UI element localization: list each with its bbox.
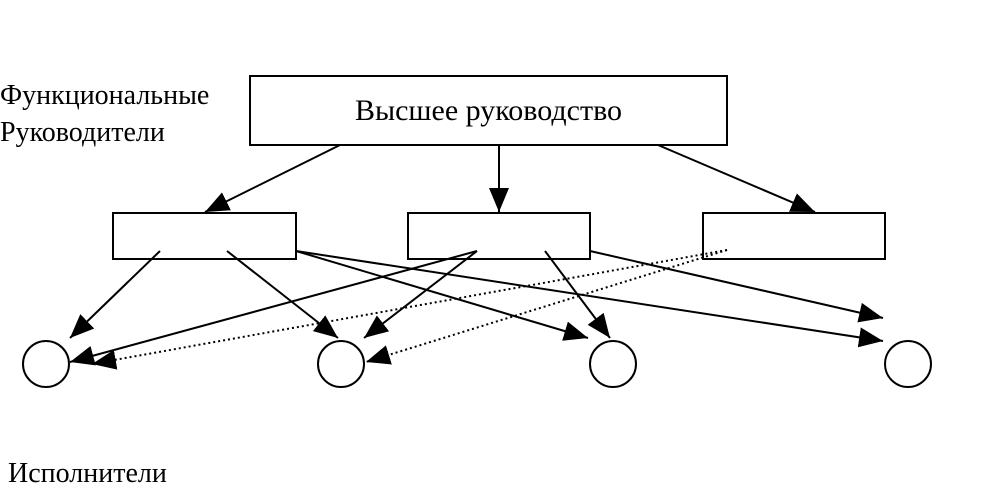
arrow-manager-1-to-executor-4 [295,250,884,348]
manager-box-1 [112,212,297,260]
executor-circle-2 [317,340,365,388]
arrow-manager-2-to-executor-3 [544,250,611,339]
arrow-manager-2-to-executor-2 [363,250,478,339]
arrow-manager-1-to-executor-1 [69,250,161,339]
manager-box-3 [702,212,886,260]
arrow-top-to-manager-3 [657,144,816,213]
executor-circle-4 [884,340,932,388]
top-management-box [249,75,728,146]
arrow-manager-2-to-executor-4 [589,250,884,323]
manager-box-2 [407,212,591,260]
arrow-manager-1-to-executor-3 [295,250,589,341]
arrow-top-to-manager-1 [204,144,341,213]
arrow-manager-1-to-executor-2 [226,250,339,339]
arrow-manager-2-to-executor-1 [69,250,478,366]
executors-label: Исполнители [8,458,167,489]
top-management-label: Высшее руководство [354,93,623,127]
arrow-manager-3-to-executor-1-dotted [91,249,728,370]
executor-circle-1 [22,340,70,388]
functional-managers-label-line1: Функциональные [0,80,210,111]
functional-managers-label-line2: Руководители [0,117,165,148]
executor-circle-3 [589,340,637,388]
